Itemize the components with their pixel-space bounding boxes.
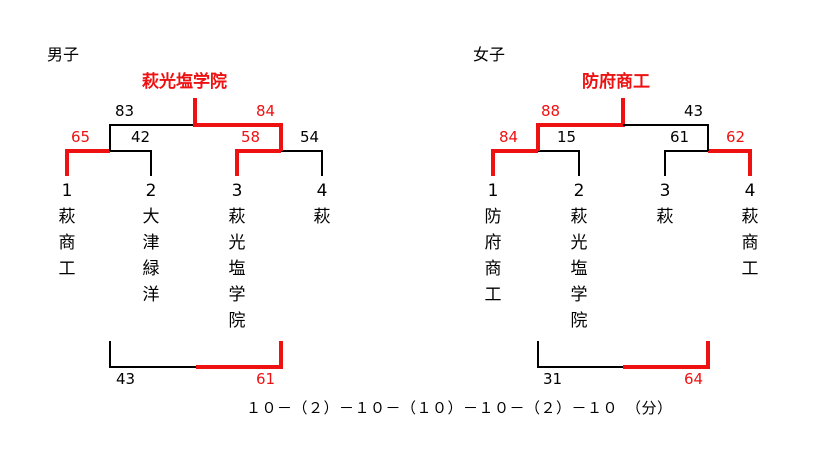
men-final-right-score: 84 [256,102,276,120]
women-team-1-seed: 1 [487,181,499,201]
women-semi-right-right-score: 62 [726,128,746,146]
women-team-3-seed: 3 [659,181,671,201]
women-third-left-score: 31 [543,370,563,388]
women-team-2-name: 萩光塩学院 [570,207,588,331]
women-third-winner-line [623,341,710,369]
women-semi-left-right-score: 15 [557,128,577,146]
women-team-4-name: 萩商工 [741,207,759,279]
men-third-loser-line [109,341,196,368]
women-label: 女子 [473,45,506,64]
men-team-1-name: 萩商工 [58,207,76,279]
women-semi-right-left-score: 61 [670,128,690,146]
men-team-2-name: 大津緑洋 [142,207,160,305]
men-team-4-name: 萩 [313,207,331,227]
women-final-left-score: 88 [541,102,561,120]
men-third-right-score: 61 [256,370,276,388]
women-semi-right-loser-line [664,150,708,176]
men-third-winner-line [196,341,283,369]
men-semi-left-left-score: 65 [71,128,91,146]
men-champion: 萩光塩学院 [142,72,227,92]
women-semi-right-winner-line [708,149,752,176]
men-semi-left-winner-line [65,149,110,176]
men-final-left-score: 83 [115,102,135,120]
men-semi-right-winner-line [235,149,281,176]
women-team-1-name: 防府商工 [484,207,502,305]
men-team-2-seed: 2 [145,181,157,201]
men-label: 男子 [47,45,80,64]
men-third-left-score: 43 [116,370,136,388]
men-team-3-name: 萩光塩学院 [228,207,246,331]
women-team-4-seed: 4 [744,181,756,201]
men-semi-right-left-score: 58 [241,128,261,146]
women-semi-left-loser-line [538,150,580,176]
men-final-loser-line [109,124,195,151]
women-semi-left-left-score: 84 [499,128,519,146]
game-format-note: １０－（２）－１０－（１０）－１０－（２）－１０ （分） [246,399,673,417]
men-semi-right-loser-line [281,150,323,176]
women-team-2-seed: 2 [573,181,585,201]
women-third-loser-line [537,341,623,368]
women-team-3-name: 萩 [656,207,674,227]
women-champion: 防府商工 [582,72,650,92]
women-final-winner-line [536,98,625,151]
men-team-4-seed: 4 [316,181,328,201]
men-team-1-seed: 1 [61,181,73,201]
men-semi-left-loser-line [110,150,152,176]
men-semi-left-right-score: 42 [131,128,151,146]
women-final-right-score: 43 [684,102,704,120]
men-team-3-seed: 3 [231,181,243,201]
women-final-loser-line [623,124,709,151]
women-third-right-score: 64 [684,370,704,388]
men-final-winner-line [193,98,283,151]
men-semi-right-right-score: 54 [300,128,320,146]
women-semi-left-winner-line [491,149,538,176]
